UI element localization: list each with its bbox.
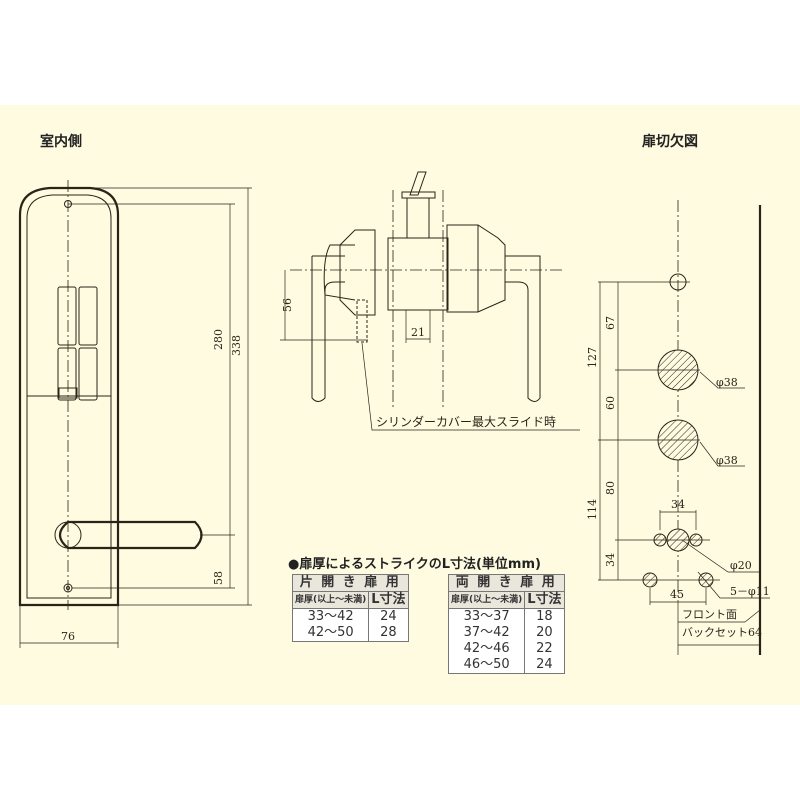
cell: 24 <box>368 608 409 625</box>
lever-handle <box>58 520 203 550</box>
label-phi38-upper: φ38 <box>716 376 738 389</box>
dim-34-vertical: 34 <box>604 553 617 567</box>
label-phi38-lower: φ38 <box>716 454 738 467</box>
indoor-side-title: 室内側 <box>40 133 82 150</box>
battery-compartment <box>57 286 98 401</box>
dim-34-horizontal: 34 <box>671 498 685 511</box>
dim-67: 67 <box>604 316 617 330</box>
dim-80: 80 <box>604 481 617 495</box>
label-phi20: φ20 <box>730 559 752 572</box>
dim-60: 60 <box>604 396 617 410</box>
col-door-thickness: 扉厚(以上〜未満) <box>447 591 526 609</box>
col-l-dimension: L寸法 <box>368 591 409 609</box>
strike-table-title: ●扉厚によるストライクのL寸法(単位mm) <box>288 557 541 572</box>
dim-280: 280 <box>212 329 225 350</box>
cell: 46〜50 <box>447 657 526 674</box>
lever-rose <box>54 521 82 549</box>
dim-76: 76 <box>61 630 75 643</box>
single-door-header: 片 開 き 扉 用 <box>292 574 409 592</box>
cell: 24 <box>524 657 565 674</box>
dim-45: 45 <box>670 588 684 601</box>
dim-56: 56 <box>281 298 294 312</box>
cell: 20 <box>524 625 565 641</box>
label-5-phi11: 5－φ11 <box>730 585 770 598</box>
plate-inner-outline <box>26 194 112 599</box>
col-l-dimension: L寸法 <box>524 591 565 609</box>
cell: 33〜37 <box>447 608 526 625</box>
label-backset-64: バックセット64 <box>682 626 762 639</box>
label-front-face: フロント面 <box>682 608 737 621</box>
dim-338: 338 <box>230 335 243 356</box>
dim-58: 58 <box>212 571 225 585</box>
dim-127: 127 <box>586 347 599 368</box>
lock-chassis <box>387 237 449 311</box>
cylinder-cover-note: シリンダーカバー最大スライド時 <box>376 414 556 429</box>
door-cutout-title: 扉切欠図 <box>642 133 698 150</box>
dim-114: 114 <box>586 499 599 520</box>
cell: 33〜42 <box>291 608 370 625</box>
cell: 42〜46 <box>447 641 526 657</box>
lock-side-view: 56 21 シリンダーカバー最大スライド時 <box>280 171 580 431</box>
door-cutout-view: 扉切欠図 67 127 60 80 114 34 34 45 φ38 <box>586 133 770 655</box>
cell: 42〜50 <box>291 625 370 642</box>
indoor-side-view: 室内側 280 338 58 76 <box>18 133 252 648</box>
cell: 18 <box>524 608 565 625</box>
double-door-header: 両 開 き 扉 用 <box>448 574 565 592</box>
cell: 22 <box>524 641 565 657</box>
dim-21: 21 <box>411 326 425 339</box>
cell: 37〜42 <box>447 625 526 641</box>
col-door-thickness: 扉厚(以上〜未満) <box>291 591 370 609</box>
cell: 28 <box>368 625 409 642</box>
